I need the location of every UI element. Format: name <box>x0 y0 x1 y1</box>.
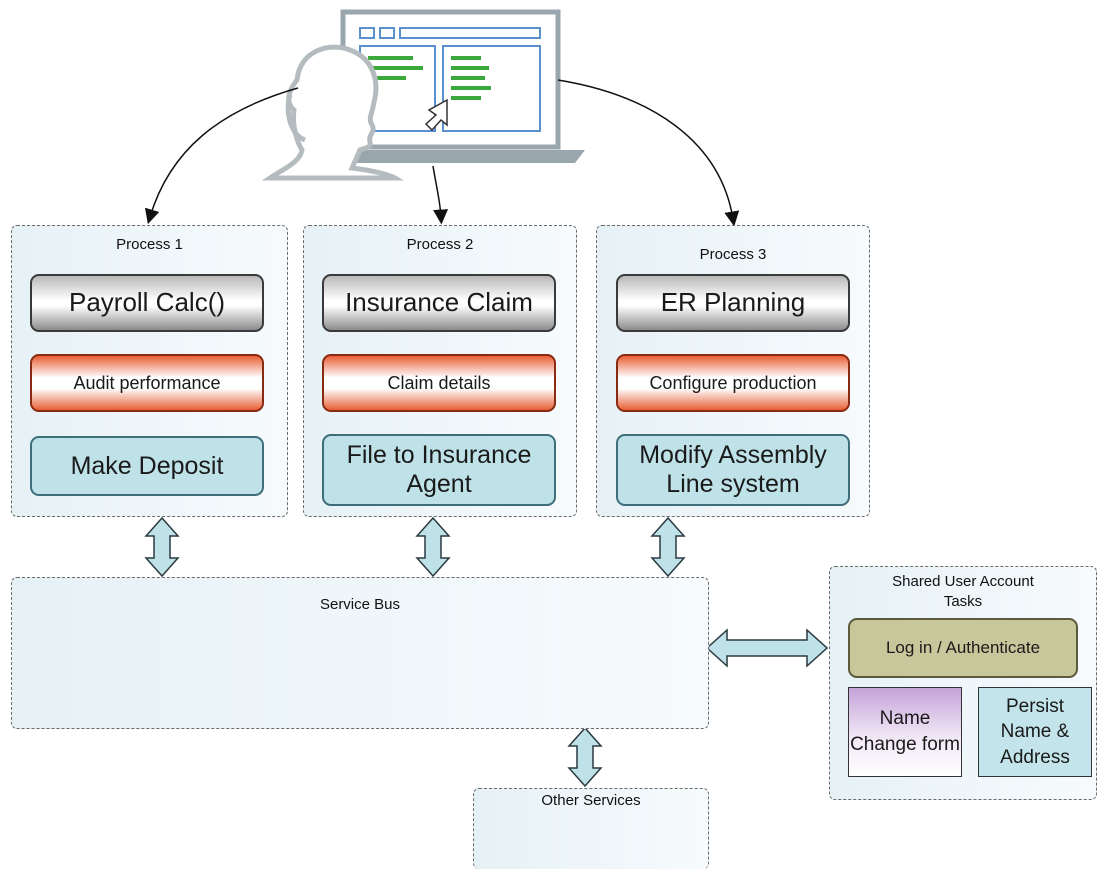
process-2-label: Process 2 <box>406 236 474 253</box>
name-change-form-box: Name Change form <box>848 687 962 777</box>
process-3-label: Process 3 <box>699 246 767 263</box>
process-3-panel: Process 3 ER Planning Configure producti… <box>596 225 870 517</box>
user-silhouette-icon <box>261 44 405 181</box>
persist-name-address-box: Persist Name & Address <box>978 687 1092 777</box>
er-planning-step: ER Planning <box>616 274 850 332</box>
double-arrow-icon <box>144 516 829 788</box>
insurance-claim-step: Insurance Claim <box>322 274 556 332</box>
other-services-panel: Other Services <box>473 788 709 869</box>
shared-tasks-panel: Shared User Account Tasks Log in / Authe… <box>829 566 1097 800</box>
laptop-screen-icon <box>320 9 585 163</box>
process-1-panel: Process 1 Payroll Calc() Audit performan… <box>11 225 288 517</box>
file-to-insurance-agent-step: File to Insurance Agent <box>322 434 556 506</box>
make-deposit-step: Make Deposit <box>30 436 264 496</box>
process-2-panel: Process 2 Insurance Claim Claim details … <box>303 225 577 517</box>
other-services-label: Other Services <box>541 792 641 809</box>
claim-details-step: Claim details <box>322 354 556 412</box>
process-1-label: Process 1 <box>116 236 183 253</box>
audit-performance-step: Audit performance <box>30 354 264 412</box>
login-authenticate-step: Log in / Authenticate <box>848 618 1078 678</box>
configure-production-step: Configure production <box>616 354 850 412</box>
service-bus-panel: Service Bus <box>11 577 709 729</box>
service-bus-label: Service Bus <box>319 596 401 613</box>
payroll-calc-step: Payroll Calc() <box>30 274 264 332</box>
cursor-icon <box>424 98 448 132</box>
shared-tasks-title: Shared User Account Tasks <box>892 573 1034 610</box>
modify-assembly-line-step: Modify Assembly Line system <box>616 434 850 506</box>
